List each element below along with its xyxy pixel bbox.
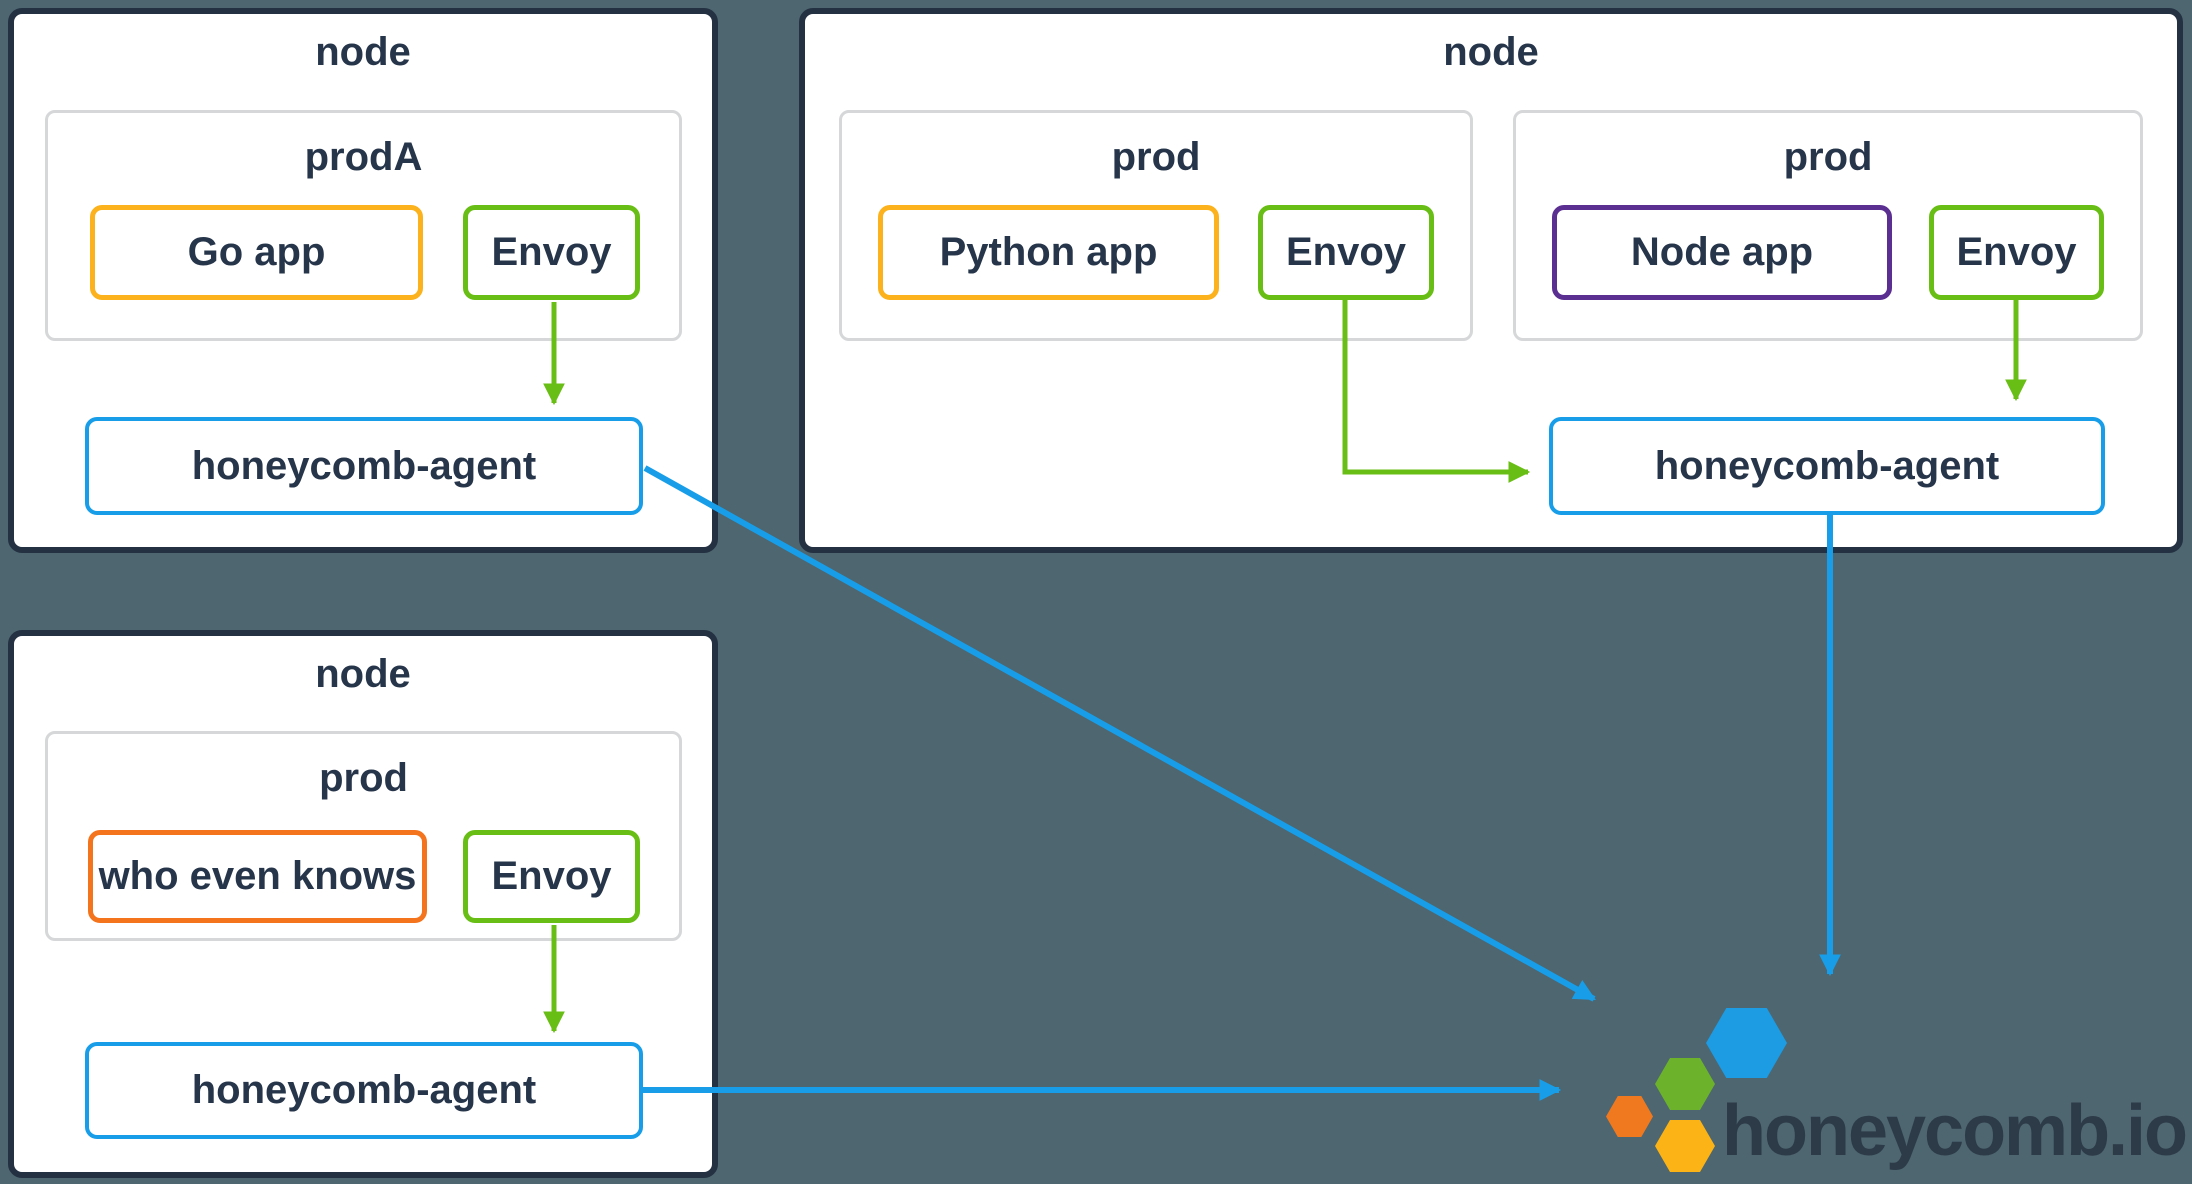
hexagon-yellow-icon <box>1655 1120 1715 1172</box>
node-box-top-right: node prod Python app Envoy prod Node app… <box>799 8 2183 553</box>
pod-title: prod <box>1111 135 1201 179</box>
pod-title: prod <box>319 756 408 800</box>
app-box-python-app: Python app <box>878 205 1219 300</box>
app-box-go-app: Go app <box>90 205 423 300</box>
app-label: Go app <box>187 230 326 274</box>
agent-label: honeycomb-agent <box>191 1068 537 1112</box>
agent-label: honeycomb-agent <box>191 443 537 488</box>
honeycomb-agent-box: honeycomb-agent <box>1549 417 2105 515</box>
app-label: Envoy <box>1285 230 1407 274</box>
honeycomb-agent-box: honeycomb-agent <box>85 1042 643 1139</box>
node-title: node <box>1443 30 1539 74</box>
app-box-who-even-knows: who even knows <box>88 830 427 923</box>
honeycomb-logo: honeycomb.io <box>1600 1000 2192 1184</box>
hexagon-green-icon <box>1655 1058 1715 1110</box>
hexagon-blue-icon <box>1706 1008 1787 1078</box>
app-box-envoy: Envoy <box>463 830 640 923</box>
app-box-envoy: Envoy <box>1929 205 2104 300</box>
pod-title: prodA <box>304 135 423 179</box>
app-box-envoy: Envoy <box>1258 205 1434 300</box>
app-label: who even knows <box>98 854 417 898</box>
app-label: Envoy <box>491 854 612 898</box>
app-label: Envoy <box>1956 230 2077 274</box>
hexagon-orange-icon <box>1606 1096 1653 1137</box>
app-box-envoy: Envoy <box>463 205 640 300</box>
node-title: node <box>315 30 411 74</box>
node-box-top-left: node prodA Go app Envoy honeycomb-agent <box>8 8 718 553</box>
app-label: Node app <box>1630 230 1814 274</box>
app-box-node-app: Node app <box>1552 205 1892 300</box>
node-title: node <box>315 652 411 696</box>
app-label: Envoy <box>491 230 612 274</box>
honeycomb-hexagons-icon <box>1606 1008 1787 1172</box>
app-label: Python app <box>939 230 1158 274</box>
pod-title: prod <box>1783 135 1873 179</box>
honeycomb-agent-box: honeycomb-agent <box>85 417 643 515</box>
node-box-bottom-left: node prod who even knows Envoy honeycomb… <box>8 630 718 1178</box>
agent-label: honeycomb-agent <box>1654 443 2000 488</box>
honeycomb-logo-text: honeycomb.io <box>1722 1091 2188 1171</box>
